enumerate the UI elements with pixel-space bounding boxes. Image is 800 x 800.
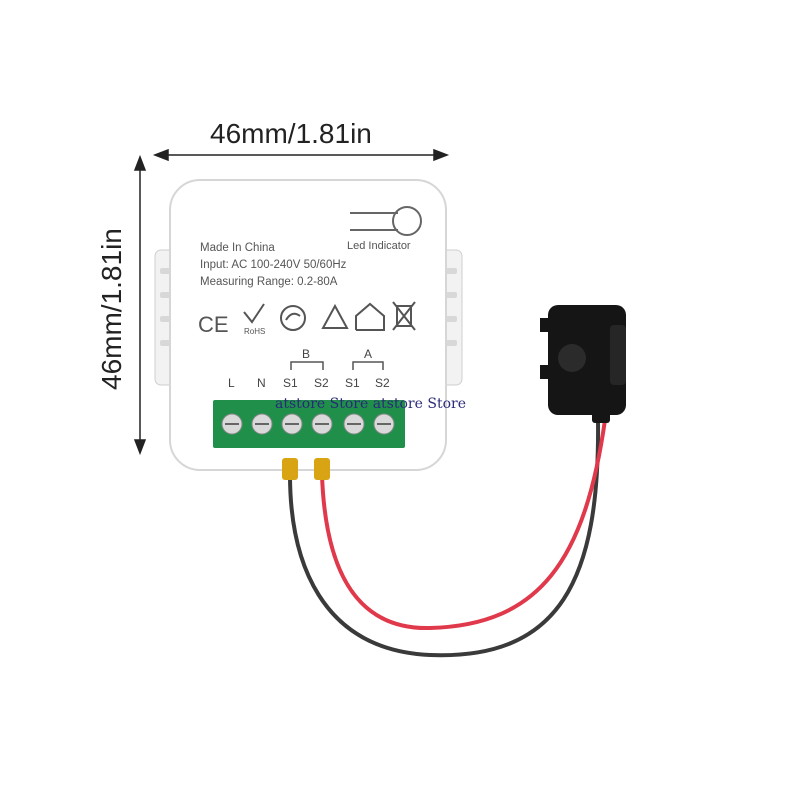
rohs-text: RoHS [244, 327, 265, 336]
terminal-screws [221, 413, 395, 435]
input-spec-label: Input: AC 100-240V 50/60Hz [200, 259, 347, 271]
terminal-block [213, 400, 405, 448]
store-watermark: atstore Store atstore Store [275, 396, 466, 412]
led-indicator-icon [350, 206, 422, 236]
house-icon [355, 302, 385, 331]
led-indicator-label: Led Indicator [347, 240, 411, 252]
ce-mark-icon: CE [198, 312, 229, 337]
terminal-group-brackets [290, 361, 384, 370]
terminal-label-b-s2: S2 [314, 376, 329, 390]
terminal-label-b-s1: S1 [283, 376, 298, 390]
recycle-circle-icon [280, 305, 306, 331]
cable-wires [288, 418, 607, 658]
terminal-label-l: L [228, 376, 235, 390]
made-in-label: Made In China [200, 242, 275, 254]
width-dimension-label: 46mm/1.81in [210, 118, 372, 149]
device-housing [169, 179, 447, 471]
terminal-label-n: N [257, 376, 266, 390]
wire-connector-red [314, 458, 330, 480]
weee-bin-icon [396, 305, 412, 327]
group-a-label: A [364, 347, 373, 361]
terminal-label-a-s1: S1 [345, 376, 360, 390]
certification-icons: CE RoHS [198, 301, 416, 337]
recycle-triangle-icon [321, 303, 349, 329]
rohs-check-icon [243, 303, 265, 324]
terminal-label-a-s2: S2 [375, 376, 390, 390]
measuring-range-label: Measuring Range: 0.2-80A [200, 276, 338, 288]
wire-connector-black [282, 458, 298, 480]
current-clamp-sensor [540, 305, 626, 423]
group-b-label: B [302, 347, 311, 361]
